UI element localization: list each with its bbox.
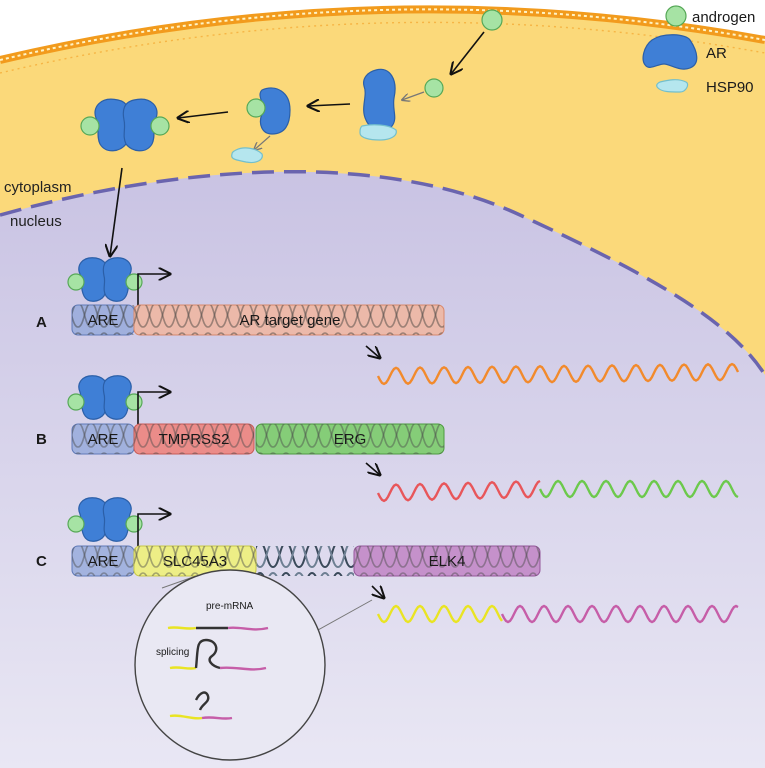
ar-icon bbox=[642, 34, 698, 70]
are-label-a: ARE bbox=[88, 312, 119, 329]
androgen-outside-icon bbox=[481, 9, 503, 31]
cytoplasm-pathway bbox=[80, 9, 503, 256]
transcription-start-arrow bbox=[137, 514, 170, 546]
row-c-letter: C bbox=[36, 553, 47, 570]
arrow-entry bbox=[451, 31, 485, 74]
row-a-letter: A bbox=[36, 314, 47, 331]
splicing-inset: pre-mRNA splicing bbox=[134, 569, 373, 761]
splicing-label: splicing bbox=[156, 647, 189, 658]
row-b: B ARE TMPRSS2 ERG bbox=[36, 375, 739, 503]
row-a: A ARE AR target gene bbox=[36, 257, 740, 386]
ar-target-gene-label: AR target gene bbox=[240, 312, 341, 329]
ar-dimer-icon bbox=[80, 98, 170, 152]
arrow-nuclear-translocation bbox=[110, 167, 123, 256]
intergenic-dna bbox=[256, 546, 354, 576]
legend: androgen AR HSP90 bbox=[642, 5, 755, 96]
row-b-letter: B bbox=[36, 431, 47, 448]
tmprss2-gene-label: TMPRSS2 bbox=[159, 431, 230, 448]
arrow-hsp90-dissociation bbox=[254, 135, 271, 150]
legend-hsp90: HSP90 bbox=[706, 79, 754, 96]
are-label-c: ARE bbox=[88, 553, 119, 570]
mrna-c-slc45a3 bbox=[376, 604, 503, 624]
erg-gene-label: ERG bbox=[334, 431, 367, 448]
transcription-start-arrow bbox=[137, 274, 170, 306]
ar-dimer-icon bbox=[67, 257, 143, 302]
transcription-arrow-a bbox=[365, 345, 380, 358]
transcription-arrow-c bbox=[372, 586, 384, 598]
nucleus-label: nucleus bbox=[10, 213, 62, 230]
legend-ar: AR bbox=[706, 45, 727, 62]
androgen-icon bbox=[424, 78, 444, 98]
row-c: C ARE SLC45A3 ELK4 bbox=[36, 497, 739, 624]
premrna-label: pre-mRNA bbox=[206, 601, 254, 612]
cytoplasm-label: cytoplasm bbox=[4, 179, 72, 196]
ar-dimer-icon bbox=[67, 497, 143, 542]
mrna-c-elk4 bbox=[500, 604, 739, 624]
ar-icon bbox=[363, 68, 396, 131]
androgen-icon bbox=[665, 5, 687, 27]
arrow-release bbox=[308, 104, 351, 106]
slc45a3-gene-label: SLC45A3 bbox=[163, 553, 227, 570]
mrna-b-erg bbox=[538, 479, 739, 499]
legend-androgen: androgen bbox=[692, 9, 755, 26]
are-label-b: ARE bbox=[88, 431, 119, 448]
arrow-binding bbox=[402, 91, 425, 100]
transcription-arrow-b bbox=[365, 462, 380, 475]
arrow-dimerization bbox=[178, 112, 229, 118]
mrna-b-tmprss2 bbox=[376, 479, 541, 503]
mrna-a bbox=[376, 362, 740, 386]
transcription-start-arrow bbox=[137, 392, 170, 424]
hsp90-icon bbox=[656, 79, 689, 93]
hsp90-icon bbox=[359, 124, 397, 141]
inset-circle bbox=[134, 569, 326, 761]
androgen-icon bbox=[246, 98, 266, 118]
hsp90-icon bbox=[231, 147, 263, 164]
elk4-gene-label: ELK4 bbox=[429, 553, 466, 570]
